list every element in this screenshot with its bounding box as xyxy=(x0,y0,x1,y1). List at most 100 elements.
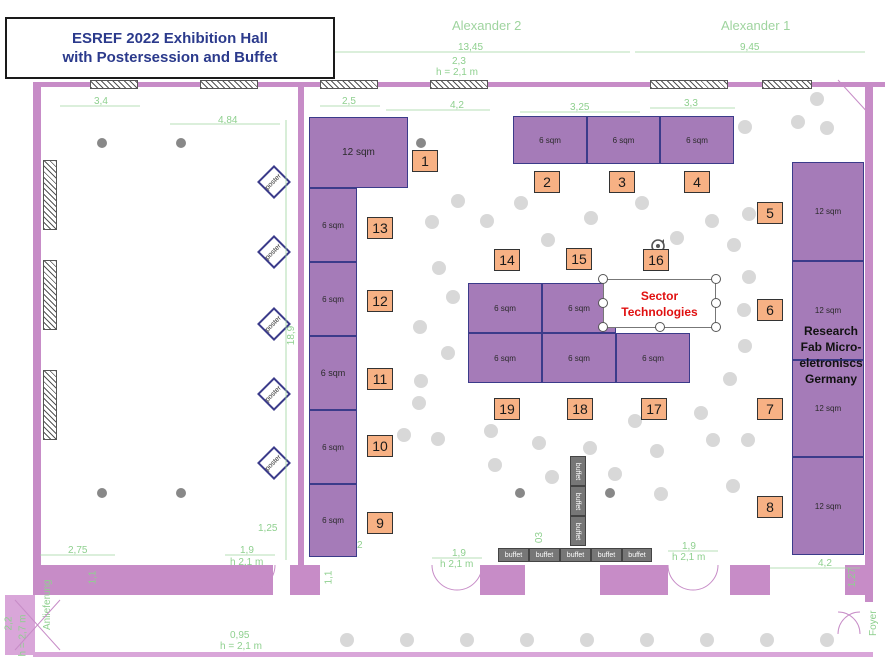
booth-9[interactable]: 6 sqm xyxy=(309,484,357,557)
dim-label: 13,45 xyxy=(458,42,484,53)
seat-circle xyxy=(726,479,740,493)
resize-handle[interactable] xyxy=(655,322,665,332)
booth-number-16: 16 xyxy=(643,249,669,271)
resize-handle[interactable] xyxy=(711,274,721,284)
seat-circle xyxy=(514,196,528,210)
seat-circle xyxy=(484,424,498,438)
sector-line-1: Sector xyxy=(640,288,679,303)
buffet-table: buffet xyxy=(591,548,622,562)
wall-right xyxy=(865,82,873,602)
booth-10[interactable]: 6 sqm xyxy=(309,410,357,484)
pillar-marker xyxy=(176,488,186,498)
booth-12[interactable]: 6 sqm xyxy=(309,262,357,336)
booth-number-6: 6 xyxy=(757,299,783,321)
booth-17[interactable]: 6 sqm xyxy=(616,333,690,383)
seat-circle xyxy=(413,320,427,334)
seat-circle xyxy=(738,339,752,353)
dim-label: 2,3 xyxy=(452,56,466,67)
resize-handle[interactable] xyxy=(598,298,608,308)
seat-circle xyxy=(670,231,684,245)
wall-bottom-mid1 xyxy=(290,565,320,595)
booth-1[interactable]: 12 sqm xyxy=(309,117,408,188)
dim-label: h = 2,1 m xyxy=(436,67,478,78)
booth-3[interactable]: 6 sqm xyxy=(587,116,660,164)
booth-2[interactable]: 6 sqm xyxy=(513,116,587,164)
seat-circle xyxy=(723,372,737,386)
dim-label: 3,25 xyxy=(570,102,590,113)
wall-divider xyxy=(298,87,304,567)
seat-circle xyxy=(580,633,594,647)
seat-circle xyxy=(727,238,741,252)
seat-circle xyxy=(820,633,834,647)
room-label-alexander-1: Alexander 1 xyxy=(721,18,791,33)
booth-19[interactable]: 6 sqm xyxy=(468,333,542,383)
pillar-marker xyxy=(97,138,107,148)
research-line-2: Fab Micro- xyxy=(800,340,862,354)
booth-number-19: 19 xyxy=(494,398,520,420)
booth-11[interactable]: 6 sqm xyxy=(309,336,357,410)
booth-number-8: 8 xyxy=(757,496,783,518)
dim-label: 3,4 xyxy=(94,96,108,107)
seat-circle xyxy=(820,121,834,135)
room-label-alexander-2: Alexander 2 xyxy=(452,18,522,33)
seat-circle xyxy=(654,487,668,501)
buffet-table: buffet xyxy=(560,548,591,562)
booth-number-2: 2 xyxy=(534,171,560,193)
seat-circle xyxy=(583,441,597,455)
pillar-marker xyxy=(605,488,615,498)
buffet-table: buffet xyxy=(622,548,652,562)
sector-technologies-label[interactable]: Sector Technologies xyxy=(603,279,716,328)
dim-label: 4,2 xyxy=(450,100,464,111)
booth-number-13: 13 xyxy=(367,217,393,239)
seat-circle xyxy=(541,233,555,247)
booth-8[interactable]: 12 sqm xyxy=(792,457,864,555)
wall-bottom-mid2 xyxy=(480,565,525,595)
seat-circle xyxy=(520,633,534,647)
window-hatch xyxy=(43,370,57,440)
resize-handle[interactable] xyxy=(711,322,721,332)
booth-18[interactable]: 6 sqm xyxy=(542,333,616,383)
seat-circle xyxy=(584,211,598,225)
booth-7[interactable]: 12 sqm xyxy=(792,360,864,457)
dim-label: 3,3 xyxy=(684,98,698,109)
seat-circle xyxy=(742,207,756,221)
sector-line-2: Technologies xyxy=(621,304,698,319)
booth-6[interactable]: 12 sqm xyxy=(792,261,864,360)
wall-bottom-mid3 xyxy=(600,565,668,595)
dim-label: 2,5 xyxy=(342,96,356,107)
booth-number-1: 1 xyxy=(412,150,438,172)
booth-number-10: 10 xyxy=(367,435,393,457)
resize-handle[interactable] xyxy=(598,322,608,332)
dim-label: 1,9 xyxy=(682,541,696,552)
seat-circle xyxy=(488,458,502,472)
wall-corridor xyxy=(33,652,873,657)
booth-4[interactable]: 6 sqm xyxy=(660,116,734,164)
booth-number-14: 14 xyxy=(494,249,520,271)
wall-bottom-right xyxy=(730,565,770,595)
pillar-marker xyxy=(515,488,525,498)
resize-handle[interactable] xyxy=(711,298,721,308)
window-hatch xyxy=(200,80,258,89)
window-hatch xyxy=(43,160,57,230)
booth-14[interactable]: 6 sqm xyxy=(468,283,542,333)
buffet-table: buffet xyxy=(529,548,560,562)
window-hatch xyxy=(320,80,378,89)
dim-label: 4,84 xyxy=(218,115,238,126)
seat-circle xyxy=(431,432,445,446)
seat-circle xyxy=(480,214,494,228)
dim-label: h = 2,1 m xyxy=(220,641,262,652)
seat-circle xyxy=(738,120,752,134)
dim-label: h 2,1 m xyxy=(672,552,706,563)
seat-circle xyxy=(451,194,465,208)
dim-label: 1,9 xyxy=(452,548,466,559)
resize-handle[interactable] xyxy=(598,274,608,284)
window-hatch xyxy=(43,260,57,330)
booth-5[interactable]: 12 sqm xyxy=(792,162,864,261)
booth-number-12: 12 xyxy=(367,290,393,312)
booth-13[interactable]: 6 sqm xyxy=(309,188,357,262)
seat-circle xyxy=(397,428,411,442)
seat-circle xyxy=(706,433,720,447)
window-hatch xyxy=(650,80,728,89)
dim-label: h 2,1 m xyxy=(230,557,264,568)
